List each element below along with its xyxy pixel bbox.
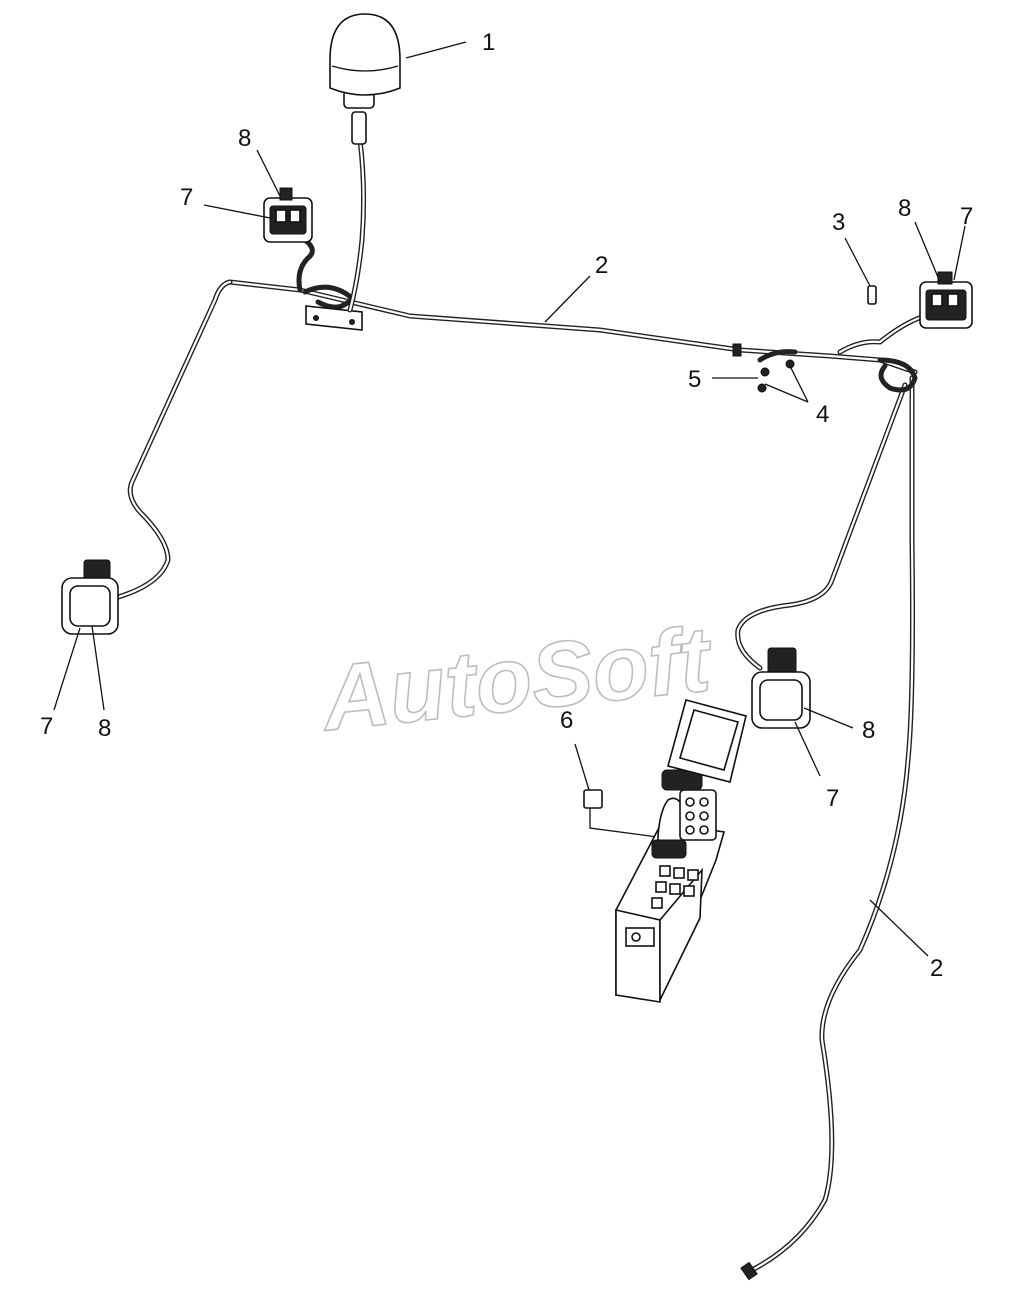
callout-2-bottom: 2: [930, 955, 943, 982]
callout-3: 3: [832, 209, 845, 236]
mount-bracket: [305, 305, 363, 331]
relay: [583, 789, 666, 839]
work-lamp-upper-left: [263, 187, 313, 243]
control-console: [615, 699, 747, 1003]
callout-7-upper-left: 7: [180, 184, 193, 211]
callout-7-upper-right: 7: [960, 203, 973, 230]
work-lamp-upper-right: [919, 271, 973, 329]
fuse-part: [867, 285, 877, 305]
connector-parts: [732, 343, 798, 393]
callout-4: 4: [816, 401, 829, 428]
callout-8-right: 8: [862, 717, 875, 744]
callout-8-upper-right: 8: [898, 195, 911, 222]
callout-2-top: 2: [595, 252, 608, 279]
main-harness: [112, 237, 928, 1281]
work-lamp-right: [751, 647, 811, 729]
callout-7-right: 7: [826, 785, 839, 812]
callout-5: 5: [688, 366, 701, 393]
callout-7-left: 7: [40, 713, 53, 740]
beacon-lamp: [329, 13, 401, 313]
watermark: AutoSoft: [316, 608, 718, 751]
work-lamp-left: [61, 559, 119, 635]
callout-6: 6: [560, 707, 573, 734]
leader-lines: [53, 41, 966, 957]
callout-1: 1: [482, 29, 495, 56]
callout-8-left: 8: [98, 715, 111, 742]
callout-8-upper-left: 8: [238, 125, 251, 152]
